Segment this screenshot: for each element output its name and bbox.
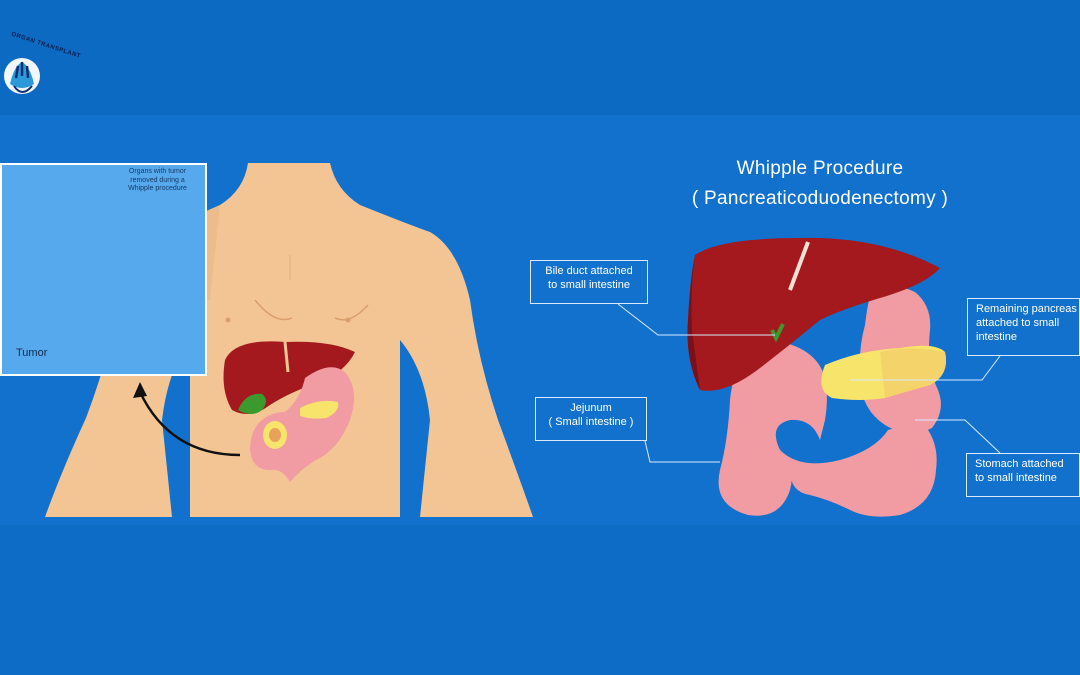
tumor-label: Tumor: [16, 347, 48, 359]
callout-line: attached to small: [976, 317, 1060, 329]
callout-line: Jejunum: [570, 402, 612, 414]
inset-caption: Organs with tumor removed during a Whipp…: [110, 168, 205, 194]
inset-caption-line: Organs with tumor: [128, 168, 187, 175]
arrow-head: [133, 382, 147, 398]
callout-line: intestine: [976, 331, 1017, 343]
inset-caption-line: Whipple procedure: [128, 185, 187, 192]
callout-line: Bile duct attached: [545, 265, 633, 277]
callout-line: to small intestine: [975, 472, 1057, 484]
inset-arrow: [138, 391, 241, 457]
bottom-band: [0, 525, 1080, 675]
procedure-diagram: [617, 237, 1001, 517]
top-band: [0, 0, 1080, 115]
diagram-title: Whipple Procedure: [736, 158, 904, 179]
torso-organs: [223, 341, 355, 482]
callout-stomach: Stomach attached to small intestine: [966, 453, 1080, 497]
callout-line: Remaining pancreas: [976, 303, 1077, 315]
logo-mark: [4, 58, 40, 94]
callout-bile-duct: Bile duct attached to small intestine: [530, 260, 648, 304]
callout-jejunum: Jejunum ( Small intestine ): [535, 397, 647, 441]
leader-lines: [617, 303, 1001, 463]
inset-panel: Organs with tumor removed during a Whipp…: [0, 163, 207, 376]
callout-line: Stomach attached: [975, 458, 1064, 470]
diagram-subtitle: ( Pancreaticoduodenectomy ): [691, 188, 949, 209]
callout-line: to small intestine: [548, 279, 630, 291]
inset-caption-line: removed during a: [130, 176, 185, 184]
callout-pancreas: Remaining pancreas attached to small int…: [967, 298, 1080, 356]
callout-line: ( Small intestine ): [548, 416, 634, 428]
